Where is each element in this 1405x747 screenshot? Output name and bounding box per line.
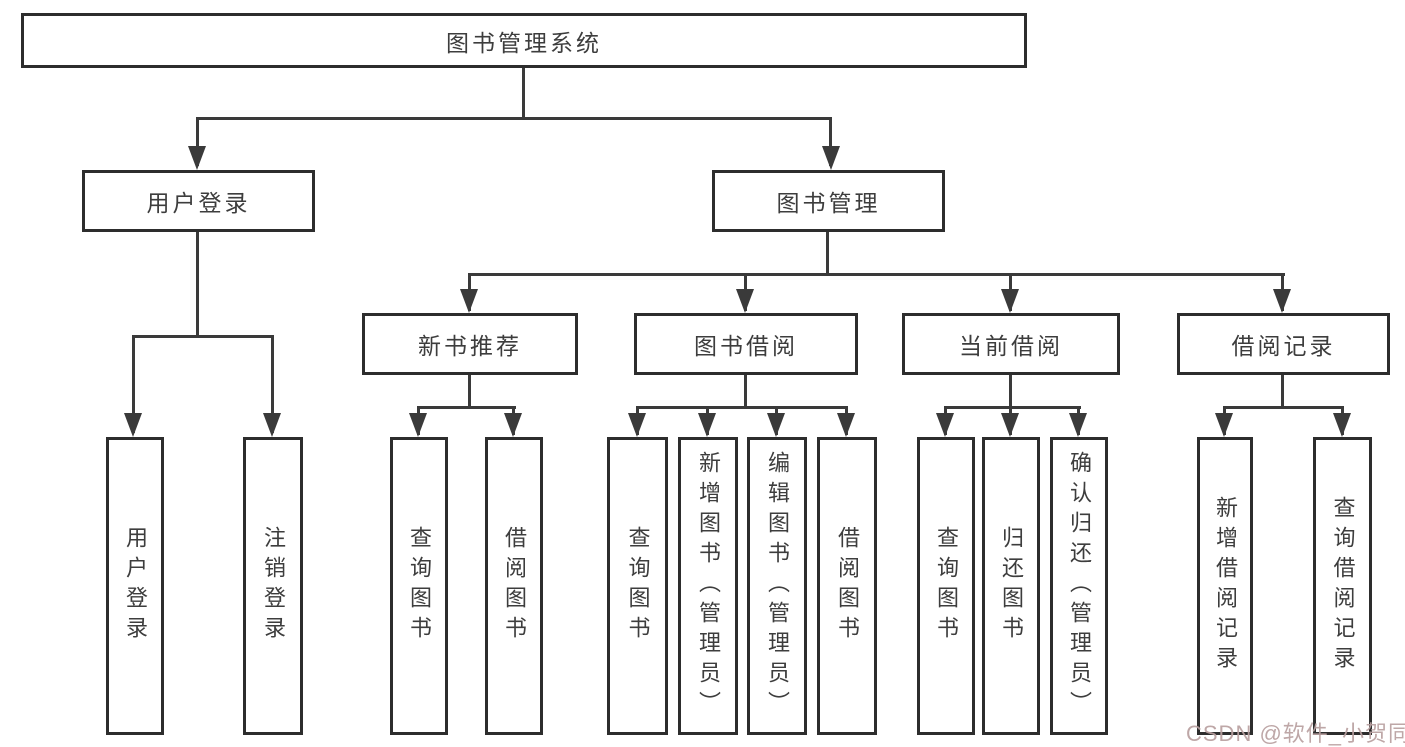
leaf-logout: 注销登录 [243, 437, 303, 735]
leaf-add-book-admin: 新增图书（管理员） [678, 437, 738, 735]
arrow-down-icon [188, 146, 206, 170]
leaf-edit-book-admin-label: 编辑图书（管理员） [765, 451, 790, 721]
arrow-down-icon [736, 289, 754, 313]
arrow-down-icon [698, 413, 716, 437]
connector-new-book-stem [468, 375, 471, 408]
leaf-query-borrow-record: 查询借阅记录 [1313, 437, 1372, 735]
connector-borrow-records-stem [1281, 375, 1284, 408]
connector-borrow-records-bus [1223, 406, 1344, 409]
leaf-user-login-label: 用户登录 [123, 526, 148, 646]
leaf-add-book-admin-label: 新增图书（管理员） [696, 451, 721, 721]
connector-level2-bus [196, 117, 832, 120]
leaf-logout-label: 注销登录 [261, 526, 286, 646]
node-new-book-recommend-label: 新书推荐 [418, 333, 522, 359]
arrow-down-icon [1215, 413, 1233, 437]
leaf-return-book: 归还图书 [982, 437, 1040, 735]
connector-drop-leaf-logout [271, 335, 274, 433]
arrow-down-icon [1001, 413, 1019, 437]
connector-drop-user-login [196, 117, 199, 166]
connector-user-login-stem [196, 232, 199, 338]
leaf-return-book-label: 归还图书 [999, 526, 1024, 646]
node-current-borrow: 当前借阅 [902, 313, 1120, 375]
connector-level3-bus [468, 273, 1285, 276]
leaf-query-book-3-label: 查询图书 [934, 526, 959, 646]
leaf-borrow-book-1: 借阅图书 [485, 437, 543, 735]
node-user-login: 用户登录 [82, 170, 315, 232]
arrow-down-icon [460, 289, 478, 313]
connector-root-stem [522, 68, 525, 119]
arrow-down-icon [504, 413, 522, 437]
node-current-borrow-label: 当前借阅 [959, 333, 1063, 359]
leaf-add-borrow-record-label: 新增借阅记录 [1213, 496, 1238, 676]
connector-current-borrow-bus [944, 406, 1081, 409]
arrow-down-icon [936, 413, 954, 437]
node-user-login-label: 用户登录 [146, 190, 251, 216]
leaf-confirm-return-admin: 确认归还（管理员） [1050, 437, 1108, 735]
node-book-borrow: 图书借阅 [634, 313, 858, 375]
leaf-query-book-1-label: 查询图书 [407, 526, 432, 646]
arrow-down-icon [1273, 289, 1291, 313]
arrow-down-icon [1001, 289, 1019, 313]
arrow-down-icon [409, 413, 427, 437]
node-new-book-recommend: 新书推荐 [362, 313, 578, 375]
leaf-add-borrow-record: 新增借阅记录 [1197, 437, 1253, 735]
connector-drop-book-management [829, 117, 832, 166]
connector-book-borrow-stem [744, 375, 747, 408]
node-borrow-records-label: 借阅记录 [1231, 333, 1336, 359]
node-root: 图书管理系统 [21, 13, 1027, 68]
leaf-user-login: 用户登录 [106, 437, 164, 735]
node-book-management-label: 图书管理 [776, 190, 881, 216]
connector-book-management-stem [826, 232, 829, 276]
arrow-down-icon [822, 146, 840, 170]
leaf-query-book-2-label: 查询图书 [625, 526, 651, 646]
leaf-query-book-2: 查询图书 [607, 437, 668, 735]
leaf-borrow-book-2-label: 借阅图书 [835, 526, 860, 646]
leaf-confirm-return-admin-label: 确认归还（管理员） [1067, 451, 1092, 721]
arrow-down-icon [628, 413, 646, 437]
arrow-down-icon [837, 413, 855, 437]
node-book-borrow-label: 图书借阅 [694, 333, 798, 359]
watermark-text: CSDN @软件_小贺同学 [1186, 721, 1405, 746]
arrow-down-icon [124, 413, 142, 437]
arrow-down-icon [767, 413, 785, 437]
arrow-down-icon [1069, 413, 1087, 437]
connector-new-book-bus [417, 406, 516, 409]
node-book-management: 图书管理 [712, 170, 945, 232]
arrow-down-icon [1333, 413, 1351, 437]
leaf-borrow-book-2: 借阅图书 [817, 437, 877, 735]
node-root-label: 图书管理系统 [446, 29, 602, 56]
connector-drop-leaf-user-login [132, 335, 135, 433]
leaf-query-book-3: 查询图书 [917, 437, 975, 735]
arrow-down-icon [263, 413, 281, 437]
leaf-query-book-1: 查询图书 [390, 437, 448, 735]
connector-current-borrow-stem [1009, 375, 1012, 408]
node-borrow-records: 借阅记录 [1177, 313, 1390, 375]
connector-book-borrow-bus [636, 406, 848, 409]
leaf-borrow-book-1-label: 借阅图书 [502, 526, 527, 646]
leaf-query-borrow-record-label: 查询借阅记录 [1330, 496, 1356, 676]
connector-user-login-bus [132, 335, 274, 338]
leaf-edit-book-admin: 编辑图书（管理员） [747, 437, 807, 735]
